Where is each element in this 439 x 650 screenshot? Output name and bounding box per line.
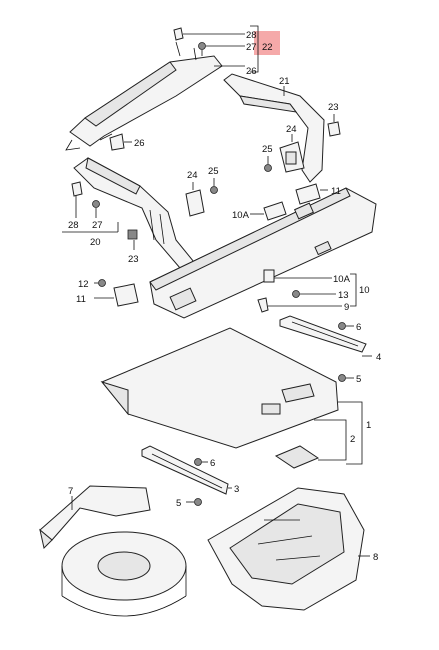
screw-icon	[198, 42, 206, 56]
callout-6-upper: 6	[356, 322, 361, 333]
callout-10: 10	[359, 285, 370, 296]
luggage-floor-panel-1[interactable]	[100, 327, 339, 449]
screw-25-mid	[210, 186, 218, 194]
callout-27-left: 27	[92, 220, 103, 231]
clip-28-left	[71, 181, 83, 197]
callout-23-left: 23	[128, 254, 139, 265]
bracket-24-mid	[185, 189, 205, 217]
callout-28-top: 28	[246, 30, 257, 41]
side-panel-20[interactable]	[73, 157, 195, 269]
rear-cross-panel-10[interactable]	[149, 187, 377, 319]
bracket-26-icon	[109, 133, 125, 151]
callout-10A-right: 10A	[333, 274, 351, 285]
callout-28-left: 28	[68, 220, 79, 231]
callout-23-right: 23	[328, 102, 339, 113]
callout-26-mid: 26	[134, 138, 145, 149]
callout-11-left: 11	[76, 294, 86, 305]
callout-7: 7	[68, 486, 73, 497]
callout-5-lower: 5	[176, 498, 181, 509]
callout-13: 13	[338, 290, 349, 301]
spare-tyre	[61, 531, 187, 617]
clip-10A-right	[263, 269, 275, 283]
screw-25-right	[264, 164, 272, 172]
spare-wheel-holder-7[interactable]	[39, 485, 151, 549]
callout-10A-mid: 10A	[232, 210, 250, 221]
callout-20: 20	[90, 237, 101, 248]
callout-22: 22	[262, 42, 273, 53]
callout-11-right: 11	[331, 186, 341, 197]
upper-rail-part[interactable]	[65, 41, 223, 151]
nut-23-left	[127, 229, 138, 240]
bracket-24-right	[279, 141, 305, 173]
callout-25-mid: 25	[208, 166, 219, 177]
rear-bracket-21[interactable]	[223, 73, 325, 183]
cover-11-left	[113, 283, 139, 307]
trim-strip-4[interactable]	[279, 315, 367, 353]
callout-2: 2	[350, 434, 355, 445]
screw-6-upper	[338, 322, 346, 330]
callout-3: 3	[234, 484, 239, 495]
trim-strip-3[interactable]	[141, 445, 229, 495]
callout-24-right: 24	[286, 124, 297, 135]
screw-13	[292, 290, 300, 298]
callout-26-top: 26	[246, 66, 257, 77]
screw-5-lower	[194, 498, 202, 506]
callout-4: 4	[376, 352, 381, 363]
callout-6-lower: 6	[210, 458, 215, 469]
clip-23-right	[327, 121, 341, 137]
clip-9	[257, 297, 269, 313]
callout-27-top: 27	[246, 42, 257, 53]
callout-5-upper: 5	[356, 374, 361, 385]
screw-5-upper	[338, 374, 346, 382]
leader-lines	[62, 25, 372, 557]
cover-2	[274, 445, 320, 469]
callout-12: 12	[78, 279, 89, 290]
callout-8: 8	[373, 552, 378, 563]
screw-27-left	[92, 200, 100, 208]
callout-21: 21	[279, 76, 290, 87]
clip-icon	[173, 27, 184, 41]
cover-11-right	[295, 183, 321, 205]
cover-10A-mid	[263, 201, 287, 221]
screw-6-lower	[194, 458, 202, 466]
spare-wheel-well-8[interactable]	[207, 487, 365, 611]
callout-25-right: 25	[262, 144, 273, 155]
callout-1: 1	[366, 420, 371, 431]
screw-12	[98, 279, 106, 287]
callout-9: 9	[344, 302, 349, 313]
callout-24-mid: 24	[187, 170, 198, 181]
